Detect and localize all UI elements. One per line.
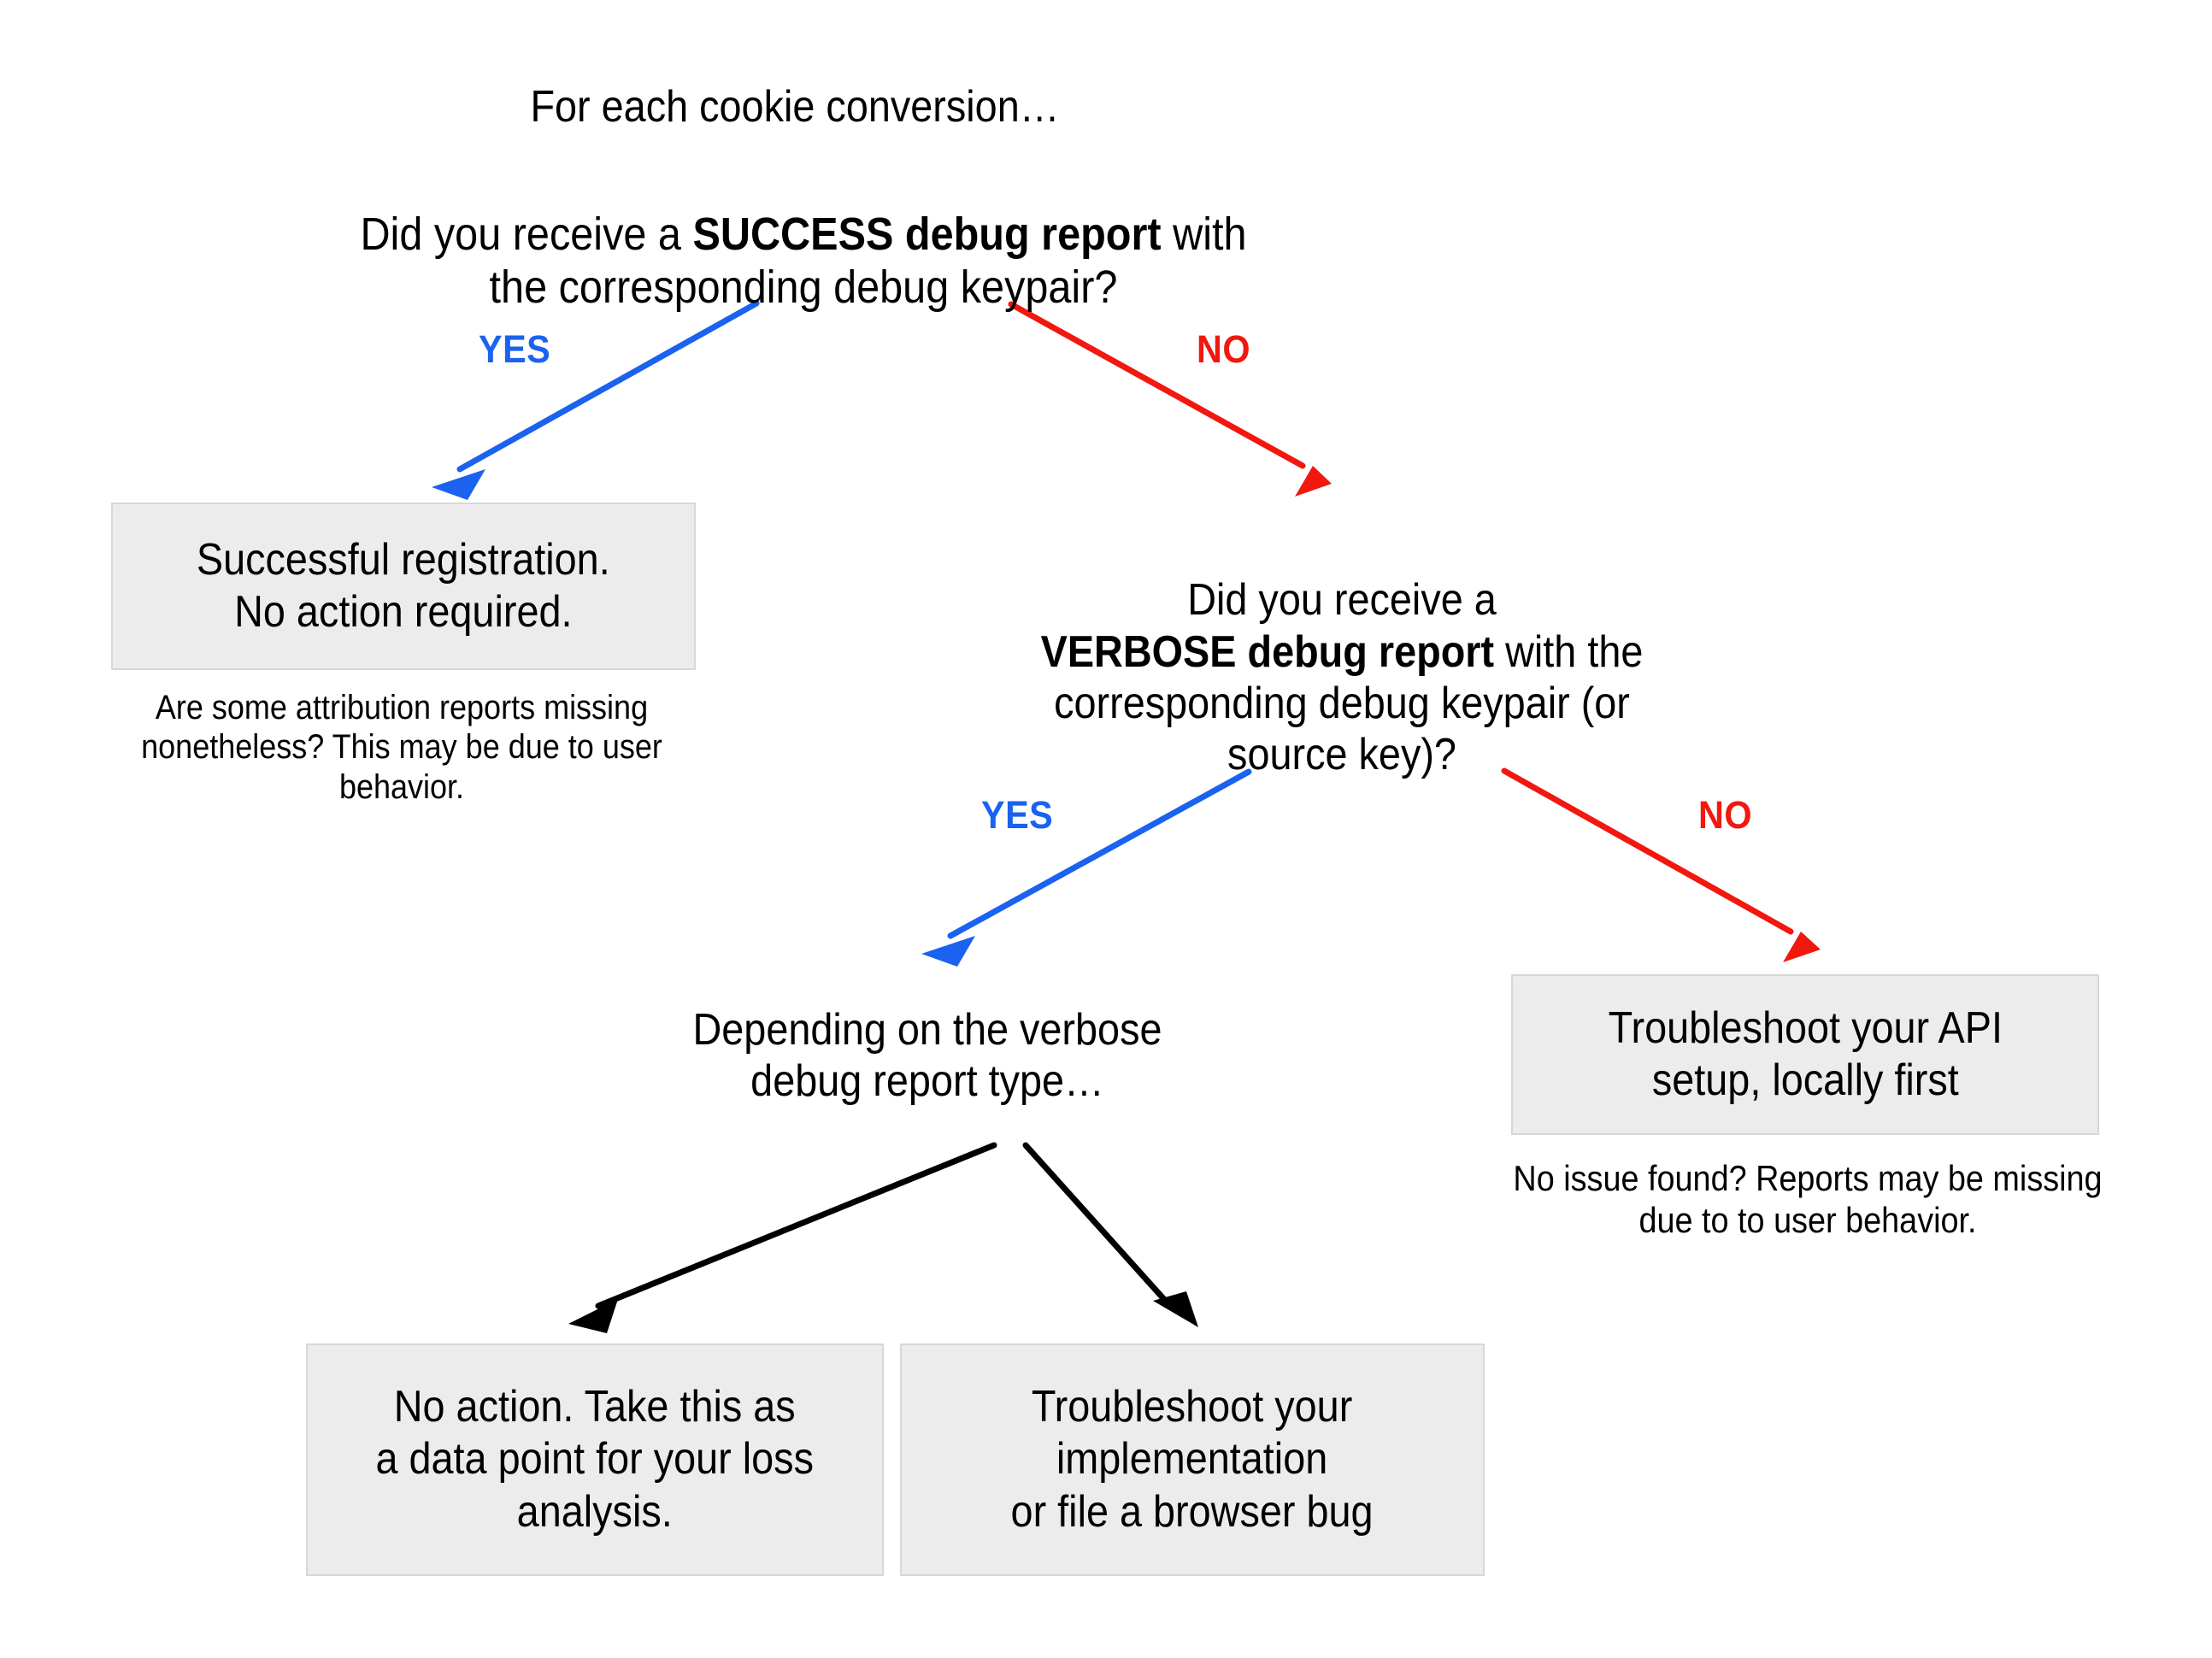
question-two-suffix: with the corresponding debug keypair (or… [1054,626,1644,780]
node-successful-registration-label: Successful registration. No action requi… [197,534,610,637]
page-title: For each cookie conversion… [530,82,1060,132]
edge-label-yes-1: YES [479,327,551,371]
arrow-no-2 [1501,767,1821,962]
node-successful-registration[interactable]: Successful registration. No action requi… [111,503,696,670]
node-troubleshoot-implementation[interactable]: Troubleshoot your implementation or file… [900,1343,1485,1576]
question-verbose-report: Did you receive a VERBOSE debug report w… [1019,523,1665,781]
edge-label-yes-2: YES [981,793,1054,837]
question-two-emphasis: VERBOSE debug report [1040,626,1495,677]
arrow-yes-2 [921,768,1252,967]
question-one-suffix: with the corresponding debug keypair? [489,208,1247,314]
edge-label-no-2: NO [1698,793,1753,837]
question-success-report: Did you receive a SUCCESS debug report w… [327,154,1280,315]
note-no-issue-found: No issue found? Reports may be missing d… [1513,1158,2103,1240]
arrow-no-1 [1008,301,1332,497]
question-one-prefix: Did you receive a [360,208,693,260]
node-troubleshoot-api-setup-label: Troubleshoot your API setup, locally fir… [1608,1002,2003,1105]
node-troubleshoot-api-setup[interactable]: Troubleshoot your API setup, locally fir… [1511,974,2099,1135]
node-no-action-loss-analysis[interactable]: No action. Take this as a data point for… [306,1343,884,1576]
node-verbose-report-type: Depending on the verbose debug report ty… [692,1005,1162,1107]
node-troubleshoot-implementation-label: Troubleshoot your implementation or file… [1010,1381,1374,1537]
node-no-action-loss-analysis-label: No action. Take this as a data point for… [375,1381,815,1537]
note-attribution-reports-missing: Are some attribution reports missing non… [141,689,662,806]
arrow-to-no-action [568,1142,997,1333]
arrow-to-implementation [1022,1142,1198,1327]
question-one-emphasis: SUCCESS debug report [692,208,1162,260]
question-two-prefix: Did you receive a [1187,575,1497,626]
edge-label-no-1: NO [1197,327,1251,371]
